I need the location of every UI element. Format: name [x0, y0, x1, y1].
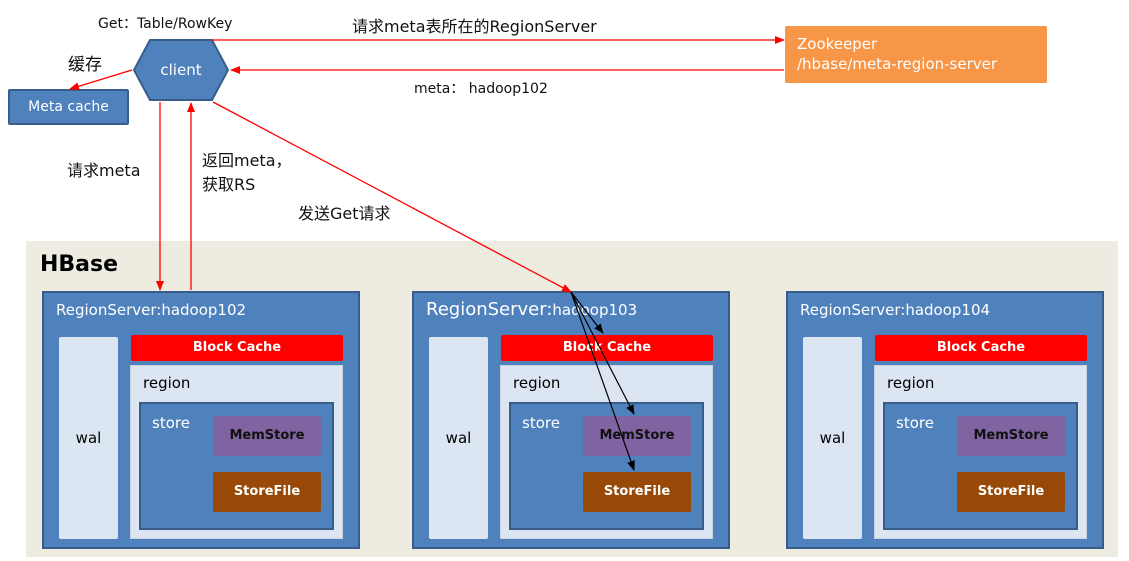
send-get-label: 发送Get请求	[298, 204, 391, 223]
region-server-hadoop102: RegionServer:hadoop102 wal Block Cache r…	[42, 291, 360, 549]
region-server-title-prefix: RegionServer:	[426, 299, 553, 320]
storefile: StoreFile	[957, 472, 1065, 512]
store-label: store	[522, 414, 560, 432]
block-cache: Block Cache	[501, 335, 713, 361]
zookeeper-title: Zookeeper	[797, 35, 878, 53]
store: store MemStore StoreFile	[139, 402, 334, 530]
region-server-hadoop103: RegionServer:hadoop103 wal Block Cache r…	[412, 291, 730, 549]
region-server-title: RegionServer:hadoop103	[426, 299, 637, 320]
store: store MemStore StoreFile	[883, 402, 1078, 530]
storefile: StoreFile	[583, 472, 691, 512]
wal: wal	[59, 337, 118, 539]
store: store MemStore StoreFile	[509, 402, 704, 530]
meta-reply-label: meta： hadoop102	[414, 81, 548, 97]
client-node: client	[132, 38, 230, 102]
return-meta-label-2: 获取RS	[202, 175, 256, 194]
block-cache: Block Cache	[131, 335, 343, 361]
memstore: MemStore	[583, 416, 691, 456]
memstore: MemStore	[957, 416, 1065, 456]
get-request-label: Get：Table/RowKey	[98, 16, 233, 32]
meta-cache-node: Meta cache	[8, 89, 129, 125]
return-meta-label-1: 返回meta，	[202, 151, 292, 170]
region-label: region	[887, 374, 935, 392]
region: region store MemStore StoreFile	[130, 365, 343, 539]
region-server-title: RegionServer:hadoop104	[800, 301, 991, 319]
cache-label: 缓存	[68, 55, 102, 75]
region-server-title: RegionServer:hadoop102	[56, 301, 247, 319]
request-meta-rs-label: 请求meta表所在的RegionServer	[352, 17, 597, 36]
region-server-hadoop104: RegionServer:hadoop104 wal Block Cache r…	[786, 291, 1104, 549]
zookeeper-path: /hbase/meta-region-server	[797, 55, 998, 73]
client-label: client	[160, 61, 202, 79]
region-server-title-host: hadoop103	[552, 301, 638, 319]
request-meta-label: 请求meta	[67, 161, 141, 180]
block-cache: Block Cache	[875, 335, 1087, 361]
wal: wal	[429, 337, 488, 539]
region: region store MemStore StoreFile	[500, 365, 713, 539]
hbase-title: HBase	[40, 252, 119, 277]
wal: wal	[803, 337, 862, 539]
store-label: store	[896, 414, 934, 432]
region: region store MemStore StoreFile	[874, 365, 1087, 539]
store-label: store	[152, 414, 190, 432]
region-label: region	[143, 374, 191, 392]
region-label: region	[513, 374, 561, 392]
zookeeper-node: Zookeeper /hbase/meta-region-server	[785, 26, 1047, 83]
memstore: MemStore	[213, 416, 321, 456]
storefile: StoreFile	[213, 472, 321, 512]
